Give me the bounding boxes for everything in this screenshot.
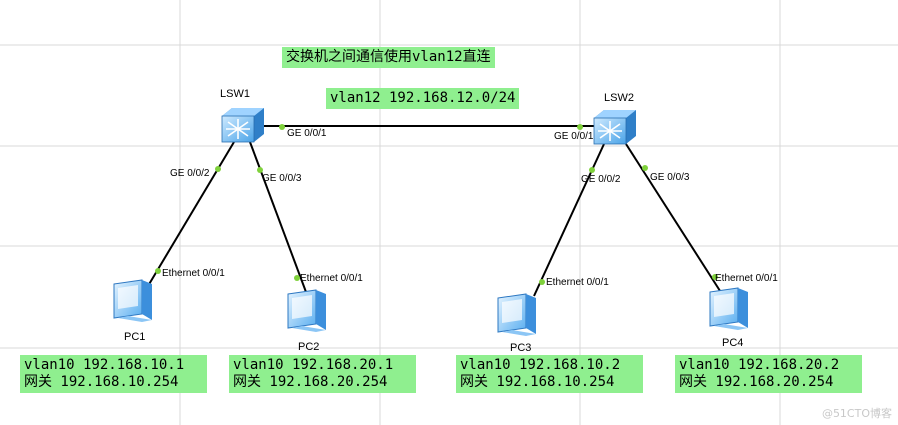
- port-dot: [294, 275, 300, 281]
- port-dot: [257, 167, 263, 173]
- link-lsw2-pc3[interactable]: [533, 143, 605, 297]
- port-dot: [539, 279, 545, 285]
- port-dot: [577, 124, 583, 130]
- link-lsw1-pc2[interactable]: [249, 141, 307, 293]
- pc4-address-note: vlan10 192.168.20.2 网关 192.168.20.254: [675, 355, 862, 393]
- pc3-gateway: 网关 192.168.10.254: [460, 374, 615, 390]
- pc4-icon[interactable]: [709, 287, 748, 330]
- port-dot: [712, 274, 718, 280]
- switch-lsw1-icon[interactable]: [221, 108, 264, 143]
- port-label-pc3-eth: Ethernet 0/0/1: [546, 277, 609, 288]
- pc4-label: PC4: [722, 337, 744, 349]
- pc1-gateway: 网关 192.168.10.254: [24, 374, 179, 390]
- port-label-pc4-eth: Ethernet 0/0/1: [715, 273, 778, 284]
- pc3-address-note: vlan10 192.168.10.2 网关 192.168.10.254: [456, 355, 643, 393]
- port-label-lsw2-p2: GE 0/0/2: [581, 174, 621, 185]
- link-note-text: vlan12 192.168.12.0/24: [330, 90, 516, 106]
- pc2-address-note: vlan10 192.168.20.1 网关 192.168.20.254: [229, 355, 416, 393]
- pc1-label: PC1: [124, 331, 146, 343]
- link-note: vlan12 192.168.12.0/24: [326, 88, 520, 109]
- pc1-address-note: vlan10 192.168.10.1 网关 192.168.10.254: [20, 355, 207, 393]
- link-lsw2-pc4[interactable]: [625, 143, 723, 295]
- port-dot: [642, 165, 648, 171]
- pc4-vlan-ip: vlan10 192.168.20.2: [679, 357, 840, 373]
- pc2-vlan-ip: vlan10 192.168.20.1: [233, 357, 394, 373]
- switch-lsw2-label: LSW2: [604, 92, 634, 104]
- port-label-lsw1-p2: GE 0/0/2: [170, 168, 210, 179]
- port-dot: [215, 166, 221, 172]
- pc3-vlan-ip: vlan10 192.168.10.2: [460, 357, 621, 373]
- port-label-lsw1-uplink: GE 0/0/1: [287, 128, 327, 139]
- links: [147, 125, 723, 297]
- pc2-label: PC2: [298, 341, 320, 353]
- port-dots: [155, 124, 718, 285]
- port-dot: [155, 268, 161, 274]
- link-lsw1-pc1[interactable]: [147, 141, 235, 287]
- pc4-gateway: 网关 192.168.20.254: [679, 374, 834, 390]
- pc1-icon[interactable]: [113, 279, 152, 322]
- pc1-vlan-ip: vlan10 192.168.10.1: [24, 357, 185, 373]
- title-text: 交换机之间通信使用vlan12直连: [286, 49, 491, 65]
- title-note: 交换机之间通信使用vlan12直连: [282, 47, 495, 68]
- pc3-icon[interactable]: [497, 293, 536, 336]
- pc2-gateway: 网关 192.168.20.254: [233, 374, 388, 390]
- pc3-label: PC3: [510, 342, 532, 354]
- port-label-pc1-eth: Ethernet 0/0/1: [162, 268, 225, 279]
- port-label-lsw2-uplink: GE 0/0/1: [554, 131, 594, 142]
- port-dot: [279, 124, 285, 130]
- port-label-lsw1-p3: GE 0/0/3: [262, 173, 302, 184]
- switch-lsw1-label: LSW1: [220, 88, 250, 100]
- pc2-icon[interactable]: [287, 289, 326, 332]
- port-label-pc2-eth: Ethernet 0/0/1: [300, 273, 363, 284]
- port-dot: [589, 167, 595, 173]
- watermark: @51CTO博客: [821, 407, 892, 420]
- port-label-lsw2-p3: GE 0/0/3: [650, 172, 690, 183]
- switch-lsw2-icon[interactable]: [593, 110, 636, 145]
